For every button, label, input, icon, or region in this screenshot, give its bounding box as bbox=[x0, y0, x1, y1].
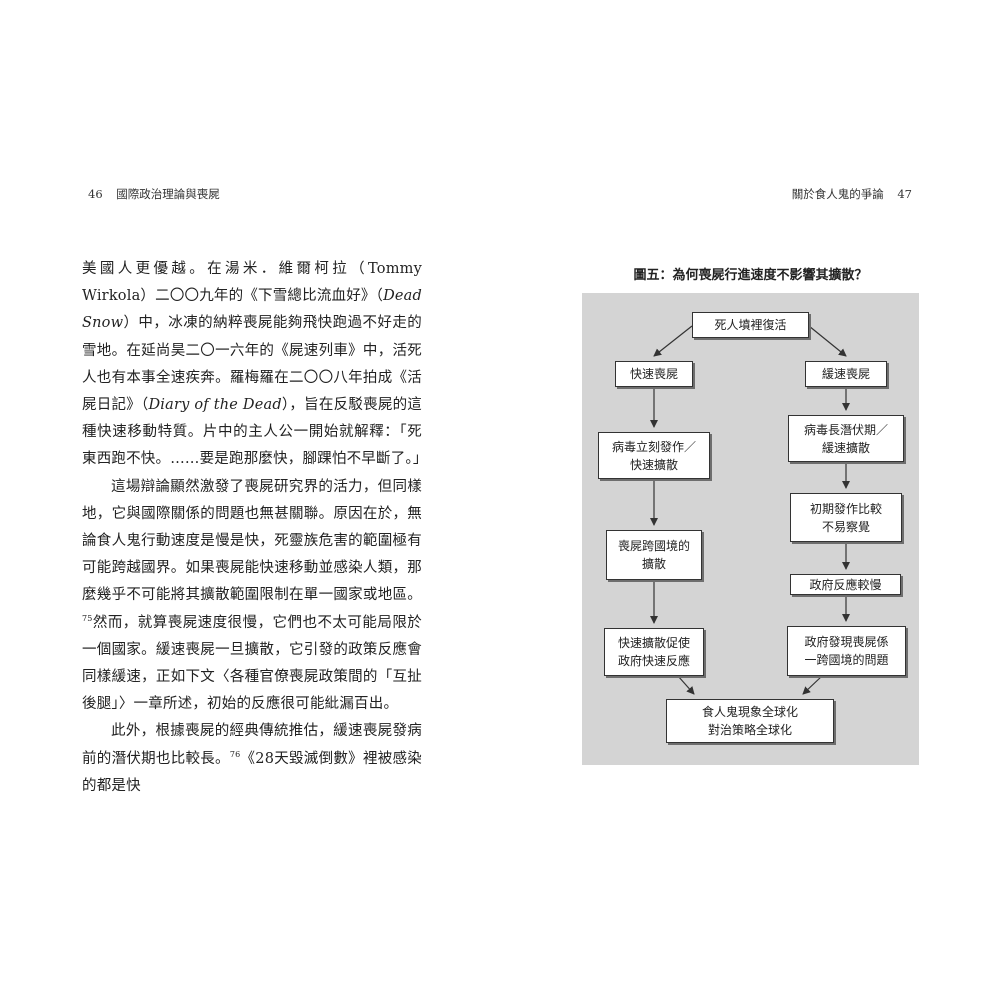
flowchart-arrows bbox=[650, 325, 850, 695]
paragraph-3: 此外，根據喪屍的經典傳統推估，緩速喪屍發病前的潛伏期也比較長。76《28天毀滅倒… bbox=[82, 718, 422, 800]
box-slow-long-incubation: 病毒長潛伏期／ 緩速擴散 bbox=[788, 415, 904, 462]
box-fast-immediate-spread: 病毒立刻發作／ 快速擴散 bbox=[598, 432, 710, 479]
text-run: ）中，冰凍的納粹喪屍能夠飛快跑過不好走的雪地。在延尚昊二〇一六年的《屍速列車》中… bbox=[82, 315, 422, 414]
film-title-italic: Diary of the Dead bbox=[148, 397, 282, 414]
text-run: 美國人更優越。在湯米．維爾柯拉（Tommy Wirkola）二〇〇九年的《下雪總… bbox=[82, 261, 422, 305]
left-page-header: 46 國際政治理論與喪屍 bbox=[78, 186, 220, 202]
box-slow-hard-to-detect: 初期發作比較 不易察覺 bbox=[790, 493, 902, 542]
arrow-start-to-slow bbox=[808, 325, 847, 357]
footnote-ref: 76 bbox=[229, 749, 241, 759]
box-fast-government-reacts: 快速擴散促使 政府快速反應 bbox=[604, 628, 704, 676]
text-run: 此外，根據喪屍的經典傳統推估，緩速喪屍發病前的潛伏期也比較長。 bbox=[82, 723, 422, 767]
box-fast-zombie: 快速喪屍 bbox=[615, 361, 693, 387]
film-title-italic: Dead Snow bbox=[82, 288, 423, 332]
text-run: 這場辯論顯然激發了喪屍研究界的活力，但同樣地，它與國際關係的問題也無甚關聯。原因… bbox=[82, 478, 422, 604]
flowchart-figure: 死人墳裡復活 快速喪屍 緩速喪屍 病毒立刻發作／ 快速擴散 喪屍跨國境的 擴散 … bbox=[582, 293, 919, 765]
box-slow-government-slow: 政府反應較慢 bbox=[790, 574, 901, 595]
book-title: 國際政治理論與喪屍 bbox=[116, 187, 220, 201]
paragraph-1: 美國人更優越。在湯米．維爾柯拉（Tommy Wirkola）二〇〇九年的《下雪總… bbox=[82, 256, 427, 474]
arrow-start-to-fast bbox=[653, 325, 693, 357]
footnote-ref: 75 bbox=[82, 613, 93, 623]
box-slow-zombie: 緩速喪屍 bbox=[805, 361, 887, 387]
right-page-number: 47 bbox=[897, 187, 912, 201]
arrow-fast3-to-end bbox=[677, 675, 695, 695]
text-run: ），旨在反駁喪屍的這種快速移動特質。片中的主人公一開始就解釋：「死東西跑不快。…… bbox=[82, 397, 428, 468]
box-fast-cross-border: 喪屍跨國境的 擴散 bbox=[606, 530, 702, 580]
chapter-title: 關於食人鬼的爭論 bbox=[791, 187, 884, 201]
box-global-phenomenon: 食人鬼現象全球化 對治策略全球化 bbox=[666, 699, 834, 743]
box-rise-from-grave: 死人墳裡復活 bbox=[692, 312, 809, 338]
text-run: 《28天毀滅倒數》裡被感染的都是快 bbox=[82, 750, 422, 794]
figure-title: 圖五：為何喪屍行進速度不影響其擴散？ bbox=[633, 268, 868, 283]
paragraph-2: 這場辯論顯然激發了喪屍研究界的活力，但同樣地，它與國際關係的問題也無甚關聯。原因… bbox=[82, 474, 422, 719]
arrow-slow4-to-end bbox=[802, 675, 823, 695]
right-page-header: 關於食人鬼的爭論 47 bbox=[792, 186, 922, 202]
box-slow-government-discovers: 政府發現喪屍係 一跨國境的問題 bbox=[787, 626, 906, 676]
left-page-body: 美國人更優越。在湯米．維爾柯拉（Tommy Wirkola）二〇〇九年的《下雪總… bbox=[82, 256, 427, 800]
left-page-number: 46 bbox=[88, 187, 103, 201]
text-run: 然而，就算喪屍速度很慢，它們也不太可能局限於一個國家。緩速喪屍一旦擴散，它引發的… bbox=[82, 614, 422, 713]
